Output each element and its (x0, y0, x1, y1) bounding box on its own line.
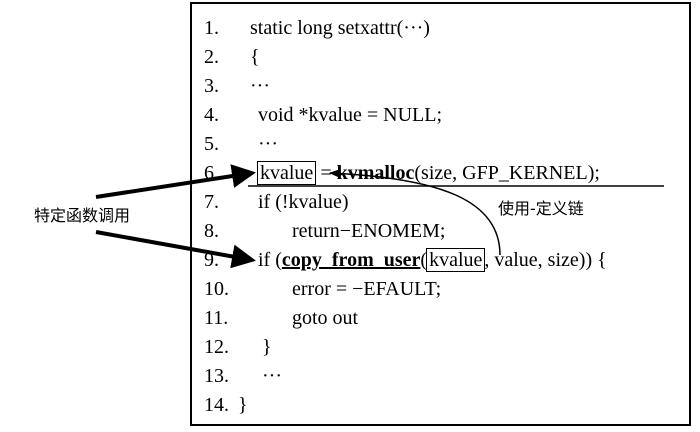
code-line-9: 9.if (copy_from_user(kvalue, value, size… (204, 248, 607, 272)
code-line-13: 13.··· (204, 365, 282, 387)
code-line-3: 3.··· (204, 75, 270, 97)
code-line-4: 4.void *kvalue = NULL; (204, 104, 443, 126)
code-line-10: 10.error = −EFAULT; (204, 278, 442, 300)
arrow-to-copy-from-user (95, 230, 256, 269)
arrow-to-kvmalloc (95, 164, 256, 199)
code-line-7: 7.if (!kvalue) (204, 191, 349, 213)
kvalue-definition-box: kvalue (257, 161, 317, 185)
use-def-chain-arrow (329, 169, 501, 256)
code-line-5: 5.··· (204, 133, 278, 155)
code-line-2: 2.{ (204, 46, 260, 68)
code-line-8: 8.return−ENOMEM; (204, 220, 446, 242)
kvalue-use-box: kvalue (426, 248, 486, 272)
specific-function-call-label: 特定函数调用 (34, 206, 131, 225)
copy-from-user-call: copy_from_user (281, 249, 421, 271)
code-listing-frame (190, 2, 691, 426)
code-line-1: 1.static long setxattr(···) (204, 17, 430, 39)
code-line-14: 14.} (204, 394, 248, 416)
use-def-chain-label: 使用-定义链 (498, 199, 584, 218)
code-line-12: 12.} (204, 336, 272, 358)
code-line-11: 11.goto out (204, 307, 359, 329)
